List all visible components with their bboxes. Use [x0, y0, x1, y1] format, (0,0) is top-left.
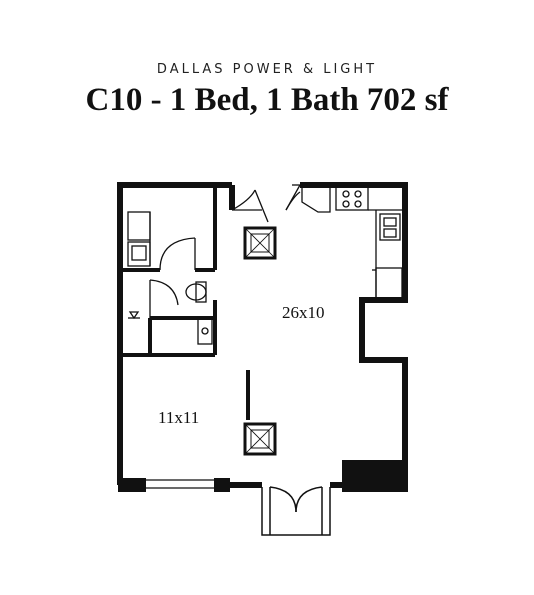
fixtures	[127, 184, 403, 345]
living-room-label: 26x10	[282, 303, 325, 322]
bedroom-label: 11x11	[158, 408, 199, 427]
columns	[243, 226, 277, 456]
building-name: DALLAS POWER & LIGHT	[156, 62, 378, 77]
outer-walls	[117, 182, 408, 488]
wall-blocks	[118, 460, 408, 492]
unit-title: C10 - 1 Bed, 1 Bath 702 sf	[85, 82, 449, 118]
interior-walls	[122, 185, 250, 420]
window	[146, 479, 214, 489]
balcony-doors	[261, 486, 331, 536]
